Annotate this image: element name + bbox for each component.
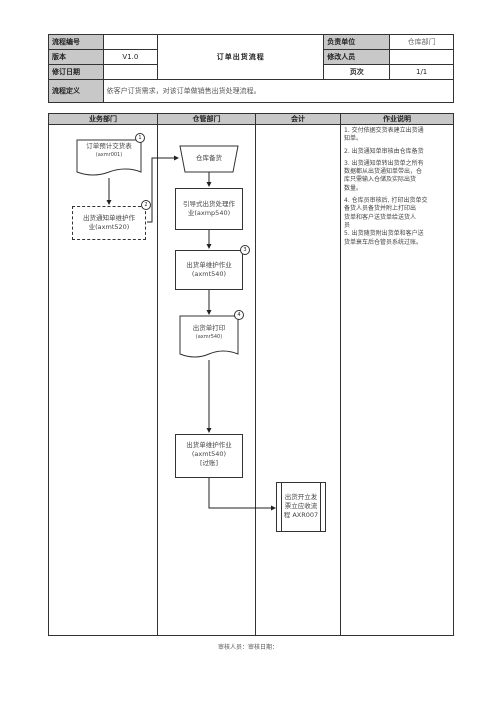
instruction-line: 5. 出货随货附出货单和客户送 [344,230,424,238]
step-1-box: 订单预计交货表 (axmr001) [77,142,141,160]
step-8-label-2: 票立应收流 [284,502,318,510]
instruction-line: 知单。 [344,135,363,143]
instruction-line: 货单衰车后仓管员系统过账。 [344,238,423,246]
step-5-label-2: (axmt540) [191,270,227,278]
step-7-label-2: (axmt540) [191,450,227,458]
version-label: 版本 [48,49,104,65]
step-8-label-3: 程 AXR007 [283,511,319,519]
page-title: 订单出货流程 [157,34,325,80]
column-warehouse: 仓管部门 [192,115,221,123]
instruction-line: 数据都从出货通知单带出，仓 [344,168,423,176]
document-shape-2 [179,315,239,358]
step-1-code: (axmr001) [95,152,123,158]
step-6-code: (axmr540) [195,334,223,340]
step-8-side-bar [320,483,321,531]
step-5-box: 出货单维护作业 (axmt540) [175,250,243,290]
header-table: 流程编号 订单出货流程 负责单位 仓库部门 版本 V1.0 修改人员 修订日期 … [48,34,455,110]
column-divider [157,114,158,635]
connector-2-3 [147,155,179,223]
document-shape-1 [76,139,142,176]
step-4-box: 引导式出货处理作 业(axmp540) [175,188,243,230]
step-7-label-3: [过账] [199,459,219,467]
instruction-line: 货单和客户送货单给送货人 [344,213,417,221]
manual-op-shape [179,145,239,173]
connector-7-8 [208,478,276,511]
step-7-label-1: 出货单维护作业 [186,441,232,449]
column-divider [255,114,256,635]
column-business: 业务部门 [89,115,117,123]
column-header-band [49,114,453,125]
flowchart-frame [48,113,454,636]
revise-date-label: 修订日期 [48,64,104,80]
footer-reviewer: 审核人员：审核日期： [217,644,278,651]
column-accounting: 会计 [291,115,305,123]
step-5-label-1: 出货单维护作业 [186,261,232,269]
instruction-line: 数量。 [344,184,363,192]
instruction-line: 库只需输入仓储及实际出货 [344,176,417,184]
instruction-line: 1. 交付依据交货表建立出货通 [344,127,424,134]
step-6-label: 出货单打印 [192,324,226,332]
column-instructions: 作业说明 [383,115,411,123]
reviser-label: 修改人员 [323,49,391,65]
instructions-list: 1. 交付依据交货表建立出货通 知单。 2. 出货通知单审核由仓库备货 3. 出… [344,127,452,247]
step-8-side-bar [281,483,282,531]
step-4-label-1: 引导式出货处理作 [183,200,235,208]
instruction-line: 4. 仓库员审核后, 打印出货单交 [344,197,428,205]
step-8-box: 出货开立发 票立应收流 程 AXR007 [276,482,326,532]
definition-value: 依客户订货需求，对该订单做销售出货处理流程。 [102,79,455,103]
step-6-number: 4 [234,310,244,320]
column-divider [340,114,341,635]
step-2-box: 出货通知单维护作 业(axmt520) [72,206,146,240]
definition-label: 流程定义 [48,79,104,103]
step-2-label-2: 业(axmt520) [88,223,130,231]
owner-label: 负责单位 [323,34,391,50]
step-1-label: 订单预计交货表 [86,142,132,150]
instruction-line: 员 [344,221,351,229]
step-2-label-1: 出货通知单维护作 [83,214,135,222]
process-no-label: 流程编号 [48,34,104,50]
step-1-number: 1 [135,133,145,143]
step-8-label-1: 出货开立发 [284,493,318,501]
step-7-box: 出货单维护作业 (axmt540) [过账] [175,434,243,478]
step-3-label: 仓库备货 [196,154,222,162]
instruction-line: 备货人员备货并附上打印出 [344,205,417,213]
instruction-line: 2. 出货通知单审核由仓库备货 [344,147,424,155]
step-6-box: 出货单打印 (axmr540) [180,324,238,342]
step-4-label-2: 业(axmp540) [187,209,231,217]
step-2-number: 2 [141,200,151,210]
instruction-line: 3. 出货通知单转出货单之所有 [344,159,424,167]
step-5-number: 3 [240,245,250,255]
